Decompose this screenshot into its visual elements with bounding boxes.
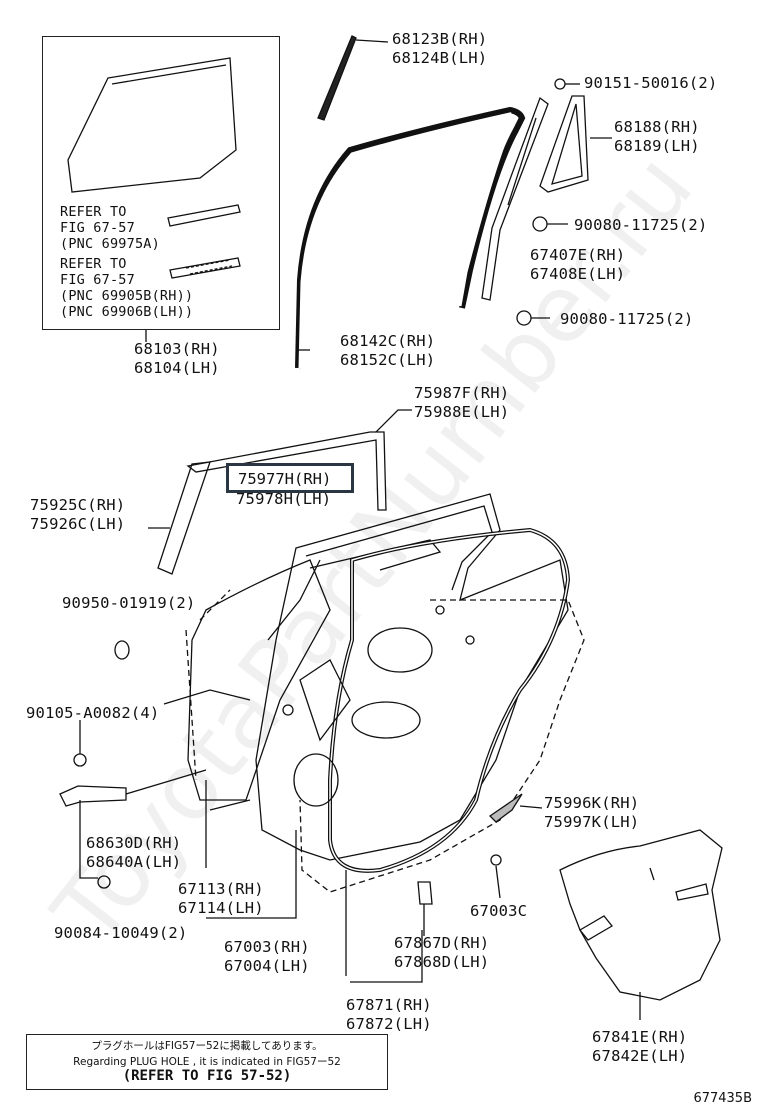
part-label-67407e[interactable]: 67407E(RH)67408E(LH) (530, 246, 626, 283)
part-label-75925c[interactable]: 75925C(RH)75926C(LH) (30, 496, 126, 533)
part-label-68123b[interactable]: 68123B(RH)68124B(LH) (392, 30, 488, 67)
part-label-67113[interactable]: 67113(RH)67114(LH) (178, 880, 264, 917)
part-label-75978h[interactable]: 75978H(LH) (236, 490, 332, 508)
refer-fig-note-2: REFER TO FIG 67-57 (PNC 69905B(RH)) (PNC… (60, 256, 194, 320)
part-label-67867d[interactable]: 67867D(RH)67868D(LH) (394, 934, 490, 971)
plug-icon-shape (114, 640, 130, 660)
part-label-67003[interactable]: 67003(RH)67004(LH) (224, 938, 310, 975)
hole-cover (559, 829, 723, 1001)
part-label-90151[interactable]: 90151-50016(2) (584, 74, 718, 92)
door-dashed-outline (299, 599, 585, 893)
service-hole-1 (367, 627, 433, 673)
note-japanese: プラグホールはFIG57ー52に掲載してあります。 (91, 1040, 323, 1052)
diagram-code: 677435B (693, 1091, 752, 1106)
clip (417, 881, 433, 905)
part-label-90950[interactable]: 90950-01919(2) (62, 594, 196, 612)
part-label-68103[interactable]: 68103(RH)68104(LH) (134, 340, 220, 377)
glass-outline (67, 57, 237, 193)
part-label-67003c[interactable]: 67003C (470, 902, 528, 920)
part-label-75987f[interactable]: 75987F(RH)75988E(LH) (414, 384, 510, 421)
inset-glass-box (42, 36, 280, 330)
door-inner-frame (255, 493, 569, 861)
glass-channel-strip (167, 204, 241, 227)
belt-molding-outer (186, 431, 387, 511)
door-weatherstrip (328, 527, 571, 873)
door-check (59, 785, 127, 807)
part-label-68142c[interactable]: 68142C(RH)68152C(LH) (340, 332, 436, 369)
note-reference-link[interactable]: (REFER TO FIG 57-52) (122, 1068, 292, 1084)
service-hole-2 (351, 701, 421, 739)
run-channel (295, 106, 526, 369)
part-label-90080-upper[interactable]: 90080-11725(2) (574, 216, 708, 234)
part-label-67871[interactable]: 67871(RH)67872(LH) (346, 996, 432, 1033)
part-label-90080-lower[interactable]: 90080-11725(2) (560, 310, 694, 328)
seal-piece (488, 793, 523, 823)
refer-fig-note-1: REFER TO FIG 67-57 (PNC 69975A) (60, 204, 160, 252)
note-english: Regarding PLUG HOLE , it is indicated in… (73, 1056, 341, 1068)
rear-channel (481, 96, 549, 301)
part-label-68188[interactable]: 68188(RH)68189(LH) (614, 118, 700, 155)
part-label-90084[interactable]: 90084-10049(2) (54, 924, 188, 942)
plug-hole-note: プラグホールはFIG57ー52に掲載してあります。 Regarding PLUG… (26, 1034, 388, 1090)
quarter-piece (317, 35, 357, 121)
pillar-garnish (157, 461, 211, 575)
part-label-67841e[interactable]: 67841E(RH)67842E(LH) (592, 1028, 688, 1065)
part-label-75996k[interactable]: 75996K(RH)75997K(LH) (544, 794, 640, 831)
part-label-90105[interactable]: 90105-A0082(4) (26, 704, 160, 722)
highlighted-part-label: 75977H(RH) (238, 470, 332, 488)
part-label-68630d[interactable]: 68630D(RH)68640A(LH) (86, 834, 182, 871)
quarter-glass (539, 95, 589, 193)
door-outer-panel (187, 559, 331, 801)
highlighted-part-75977h[interactable]: 75977H(RH) (226, 463, 354, 493)
glass-channel-strip-2 (169, 257, 241, 279)
service-hole-3 (293, 753, 339, 807)
